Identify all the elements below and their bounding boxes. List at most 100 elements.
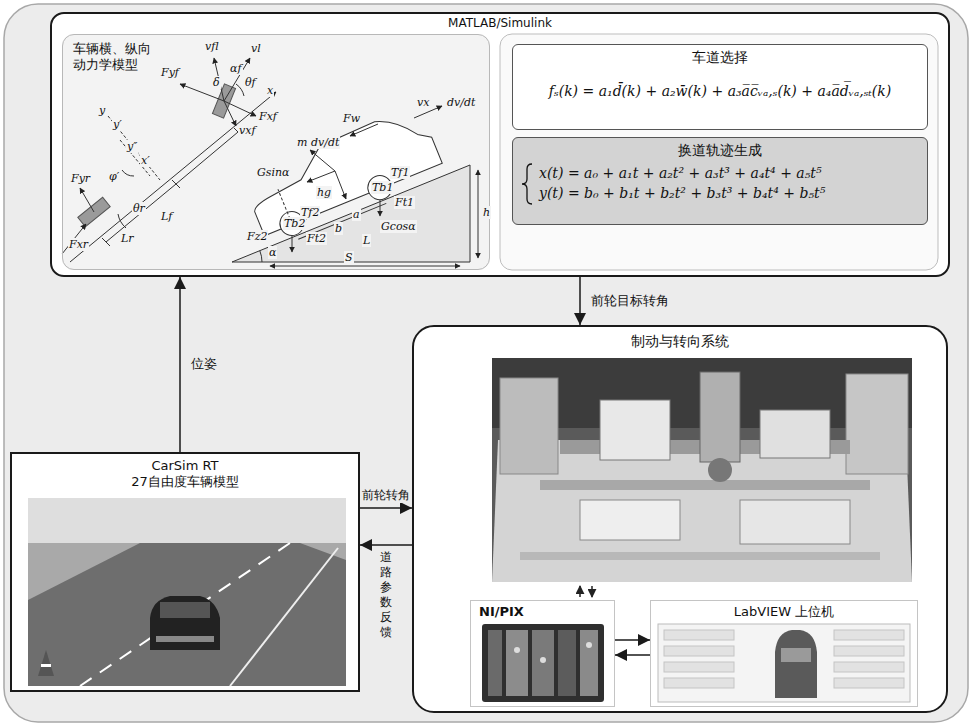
test-bench-photo-part [520, 552, 880, 560]
vehicle-top-view [62, 58, 276, 262]
vehicle-side-view-part [307, 171, 335, 182]
edge-label-anchor: 前轮目标转角 [589, 293, 671, 309]
test-bench-photo-part [846, 374, 908, 474]
labview-screenshot-part [664, 646, 734, 656]
ni-pxi-photo-part [506, 630, 528, 696]
symbol-anchor: Tb2 [283, 217, 306, 230]
simulator-fill [10, 452, 360, 692]
test-bench-photo-part [492, 358, 912, 582]
outer-ground [4, 4, 968, 722]
symbol-label: Tb1 [371, 181, 394, 194]
signal-arrows-part [579, 586, 581, 597]
symbol-label: h [482, 206, 491, 219]
symbol-anchor: h [482, 206, 491, 219]
symbol-anchor: Fz2 [246, 230, 268, 243]
panel-fill [412, 325, 948, 713]
panel-title: 制动与转向系统 [631, 333, 729, 351]
vehicle-top-view-part [224, 101, 236, 126]
signal-arrow [615, 639, 650, 641]
edge-label: 前轮目标转角 [589, 293, 671, 309]
formula: x(t) = a₀ + a₁t + a₂t² + a₃t³ + a₄t⁴ + a… [539, 165, 822, 183]
box-title: 换道轨迹生成 [678, 142, 762, 160]
symbol-anchor: αf [229, 62, 243, 75]
vehicle-side-view-part [478, 170, 479, 258]
vehicle-side-view [232, 104, 478, 266]
vehicle-top-view-part [106, 184, 176, 242]
ni-pxi-photo-part [482, 624, 604, 702]
symbol-anchor: Gsinα [256, 166, 290, 179]
vehicle-top-view-part [176, 132, 238, 184]
symbol-anchor: Gcosα [380, 220, 417, 233]
screen-box: LabVIEW 上位机 [650, 600, 918, 707]
symbol-anchor: Lr [120, 232, 135, 245]
symbol-label: y′ [112, 118, 123, 131]
ni-pxi-photo-part [558, 630, 576, 696]
edge-label-anchor: 前轮转角 [360, 488, 412, 503]
formula: y(t) = b₀ + b₁t + b₂t² + b₃t³ + b₄t⁴ + b… [539, 185, 825, 203]
symbol-label: y″ [126, 140, 138, 153]
vehicle-side-view-part [240, 104, 448, 251]
test-bench-photo-part [500, 378, 558, 474]
road-scene-part [80, 543, 290, 686]
ni-pxi-photo-part [586, 642, 592, 648]
road-scene-part [150, 596, 220, 650]
symbol-label: δ [212, 76, 221, 89]
edge-label: 前轮转角 [360, 488, 412, 503]
vehicle-side-view-part [335, 171, 346, 199]
simulator-subtitle: 27自由度车辆模型 [131, 474, 239, 490]
system-block: MATLAB/Simulink车辆横、纵向动力学模型车道选择fₛ(k) = a₁… [50, 12, 950, 277]
vehicle-side-view-part [380, 200, 381, 216]
edge-label: 位姿 [189, 356, 219, 372]
symbol-anchor: dv/dt [446, 96, 476, 109]
symbol-label: Fw [342, 112, 361, 125]
vehicle-top-view-part [70, 92, 276, 262]
symbol-label: θf [244, 76, 257, 89]
simulator-box: CarSim RT27自由度车辆模型 [10, 452, 360, 692]
symbol-label: Fz2 [246, 230, 268, 243]
symbol-anchor: α [268, 246, 277, 259]
labview-screenshot-part [834, 662, 904, 672]
road-scene-part [38, 650, 54, 676]
vehicle-top-view-part [122, 170, 134, 176]
symbol-anchor: a [352, 208, 361, 221]
vehicle-top-view-part [102, 238, 110, 246]
symbol-label: S [344, 251, 354, 264]
ni-pxi-photo-part [532, 630, 554, 696]
symbol-label: Fyr [70, 172, 91, 185]
symbol-anchor: vl [250, 42, 262, 55]
symbol-anchor: y′ [112, 118, 123, 131]
signal-arrows [580, 586, 592, 597]
symbol-label: Gcosα [380, 220, 417, 233]
model-title: 车辆横、纵向动力学模型 [73, 41, 155, 74]
vehicle-top-view-part [224, 101, 256, 116]
symbol-label: hg [316, 186, 332, 199]
labview-screenshot-part [834, 630, 904, 640]
simulator-title: CarSim RT [151, 458, 218, 474]
labview-screenshot-part [775, 630, 817, 698]
labview-screenshot-part [664, 678, 734, 688]
symbol-label: L [362, 234, 371, 247]
test-bench-photo-part [540, 480, 870, 490]
ni-pxi-photo-part [514, 647, 520, 653]
symbol-anchor: y″ [126, 140, 138, 153]
brace [522, 164, 532, 204]
ni-pxi-photo-part [540, 657, 546, 663]
screen-title: LabVIEW 上位机 [734, 604, 834, 620]
symbol-anchor: m dv/dt [296, 136, 340, 149]
road-scene-part [28, 543, 346, 686]
test-bench-photo-part [600, 400, 670, 460]
symbol-label: x′ [140, 154, 151, 167]
road-scene-part [160, 602, 210, 618]
vehicle-side-view-part-part [240, 104, 442, 236]
vehicle-top-view-part [80, 188, 94, 212]
symbol-anchor: vxf [238, 124, 257, 137]
symbol-label: y [98, 104, 106, 117]
block-fill [50, 12, 950, 277]
signal-arrow [579, 277, 581, 325]
road-scene-part [230, 548, 338, 686]
test-bench-photo-part [740, 500, 850, 544]
symbol-label: vxf [238, 124, 257, 137]
test-bench-photo-part [700, 372, 740, 462]
vehicle-top-view-part [120, 140, 150, 176]
